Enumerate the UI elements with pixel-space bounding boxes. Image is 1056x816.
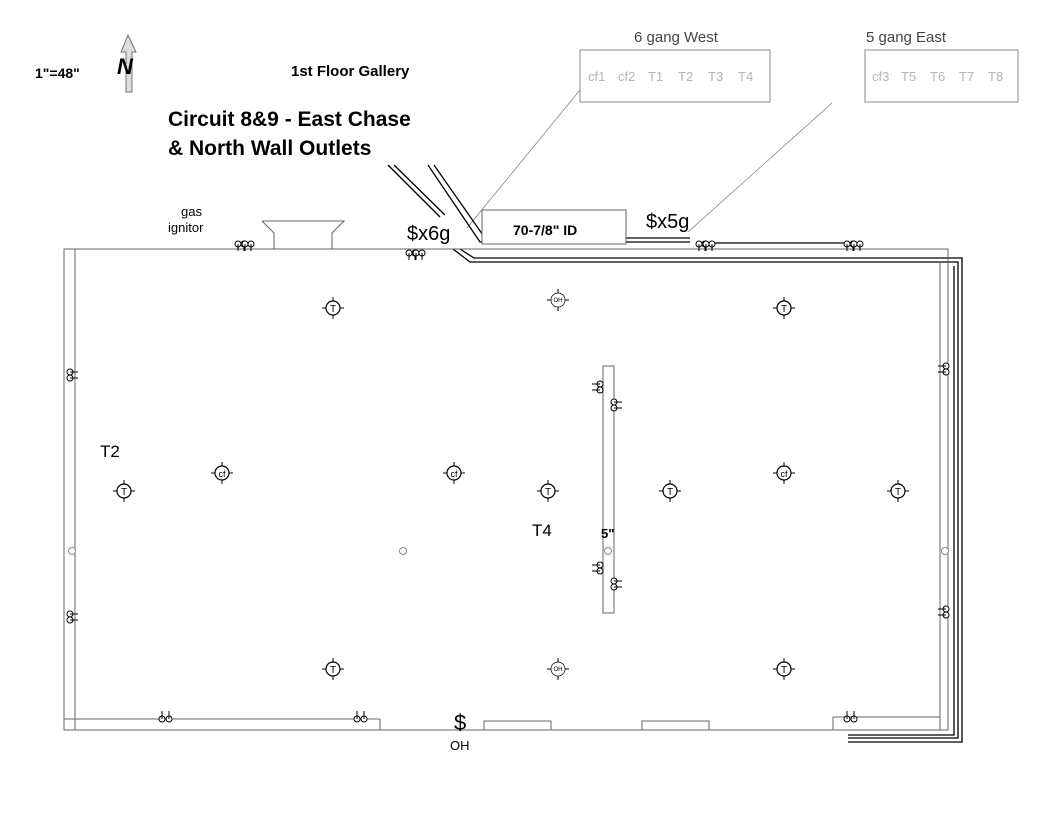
duplex-outlet-icon: [610, 577, 622, 591]
duplex-outlet-icon: [610, 398, 622, 412]
duplex-outlet-icon: [592, 561, 604, 575]
junction-box-icon: [399, 547, 407, 555]
fixture-label: T: [895, 487, 901, 498]
gang-item: T7: [959, 69, 974, 84]
duplex-outlet-icon: [592, 380, 604, 394]
duplex-outlet-icon: [850, 240, 864, 251]
fixture-label: T: [545, 487, 551, 498]
junction-box-icon: [68, 547, 76, 555]
t2-label: T2: [100, 442, 120, 461]
duct-label: 70-7/8" ID: [513, 222, 577, 238]
five-inch-label: 5": [601, 526, 614, 541]
fixture-label: T: [781, 304, 787, 315]
circuit-title-line2: & North Wall Outlets: [168, 137, 371, 160]
track-light-icon: T: [773, 297, 795, 319]
west-gang-box: [579, 49, 771, 103]
track-light-icon: T: [659, 480, 681, 502]
east-gang-leader: [687, 102, 833, 233]
conduit-run: [387, 164, 963, 743]
switch-5-gang: $x5g: [646, 211, 689, 233]
circuit-title-line1: Circuit 8&9 - East Chase: [168, 108, 411, 131]
duplex-outlet-icon: [412, 249, 426, 260]
duplex-outlet-icon: [850, 711, 858, 723]
fixture-label: cf: [450, 469, 458, 479]
duplex-outlet-icon: [843, 711, 851, 723]
track-light-icon: T: [887, 480, 909, 502]
fixture-label: T: [781, 665, 787, 676]
duplex-outlet-icon: [938, 605, 950, 619]
north-label: N: [117, 54, 134, 79]
gang-item: cf3: [872, 69, 889, 84]
scale-label: 1"=48": [35, 65, 80, 81]
room-walls: [63, 209, 949, 731]
gang-item: cf2: [618, 69, 635, 84]
duplex-outlet-icon: [702, 240, 716, 251]
fixture-label: cf: [218, 469, 226, 479]
east-gang-box: [864, 49, 1019, 103]
duplex-outlet-icon: [360, 711, 368, 723]
fan-light-icon: cf: [211, 462, 233, 484]
gang-item: T1: [648, 69, 663, 84]
track-light-icon: T: [537, 480, 559, 502]
overhead-light-icon: OH: [547, 658, 569, 680]
fixture-label: T: [330, 665, 336, 676]
switch-oh: $: [454, 710, 466, 735]
overhead-light-icon: OH: [547, 289, 569, 311]
track-light-icon: T: [322, 658, 344, 680]
fixture-label: OH: [554, 667, 563, 673]
fan-light-icon: cf: [443, 462, 465, 484]
gang-item: cf1: [588, 69, 605, 84]
fixture-label: OH: [554, 298, 563, 304]
north-arrow-icon: N: [117, 33, 137, 93]
fan-light-icon: cf: [773, 462, 795, 484]
gang-item: T2: [678, 69, 693, 84]
duplex-outlet-icon: [158, 711, 166, 723]
duplex-outlet-icon: [938, 362, 950, 376]
duplex-outlet-icon: [165, 711, 173, 723]
gang-item: T4: [738, 69, 753, 84]
switch-6-gang: $x6g: [407, 223, 450, 245]
track-light-icon: T: [113, 480, 135, 502]
junction-box-icon: [604, 547, 612, 555]
junction-box-icon: [941, 547, 949, 555]
oh-label: OH: [450, 738, 470, 753]
track-light-icon: T: [773, 658, 795, 680]
gas-label: gas: [181, 204, 202, 219]
east-gang-title: 5 gang East: [866, 29, 947, 46]
fixture-label: T: [121, 487, 127, 498]
fixture-label: T: [667, 487, 673, 498]
fixture-label: cf: [780, 469, 788, 479]
duplex-outlet-icon: [353, 711, 361, 723]
fixture-label: T: [330, 304, 336, 315]
gang-item: T3: [708, 69, 723, 84]
ignitor-label: ignitor: [168, 220, 204, 235]
west-gang-leader: [466, 89, 581, 229]
t4-label: T4: [532, 521, 552, 540]
track-light-icon: T: [322, 297, 344, 319]
page-title: 1st Floor Gallery: [291, 63, 410, 80]
duplex-outlet-icon: [66, 610, 78, 624]
gang-item: T6: [930, 69, 945, 84]
duplex-outlet-icon: [66, 368, 78, 382]
gang-item: T8: [988, 69, 1003, 84]
west-gang-title: 6 gang West: [634, 29, 719, 46]
gang-item: T5: [901, 69, 916, 84]
duplex-outlet-icon: [241, 240, 255, 251]
